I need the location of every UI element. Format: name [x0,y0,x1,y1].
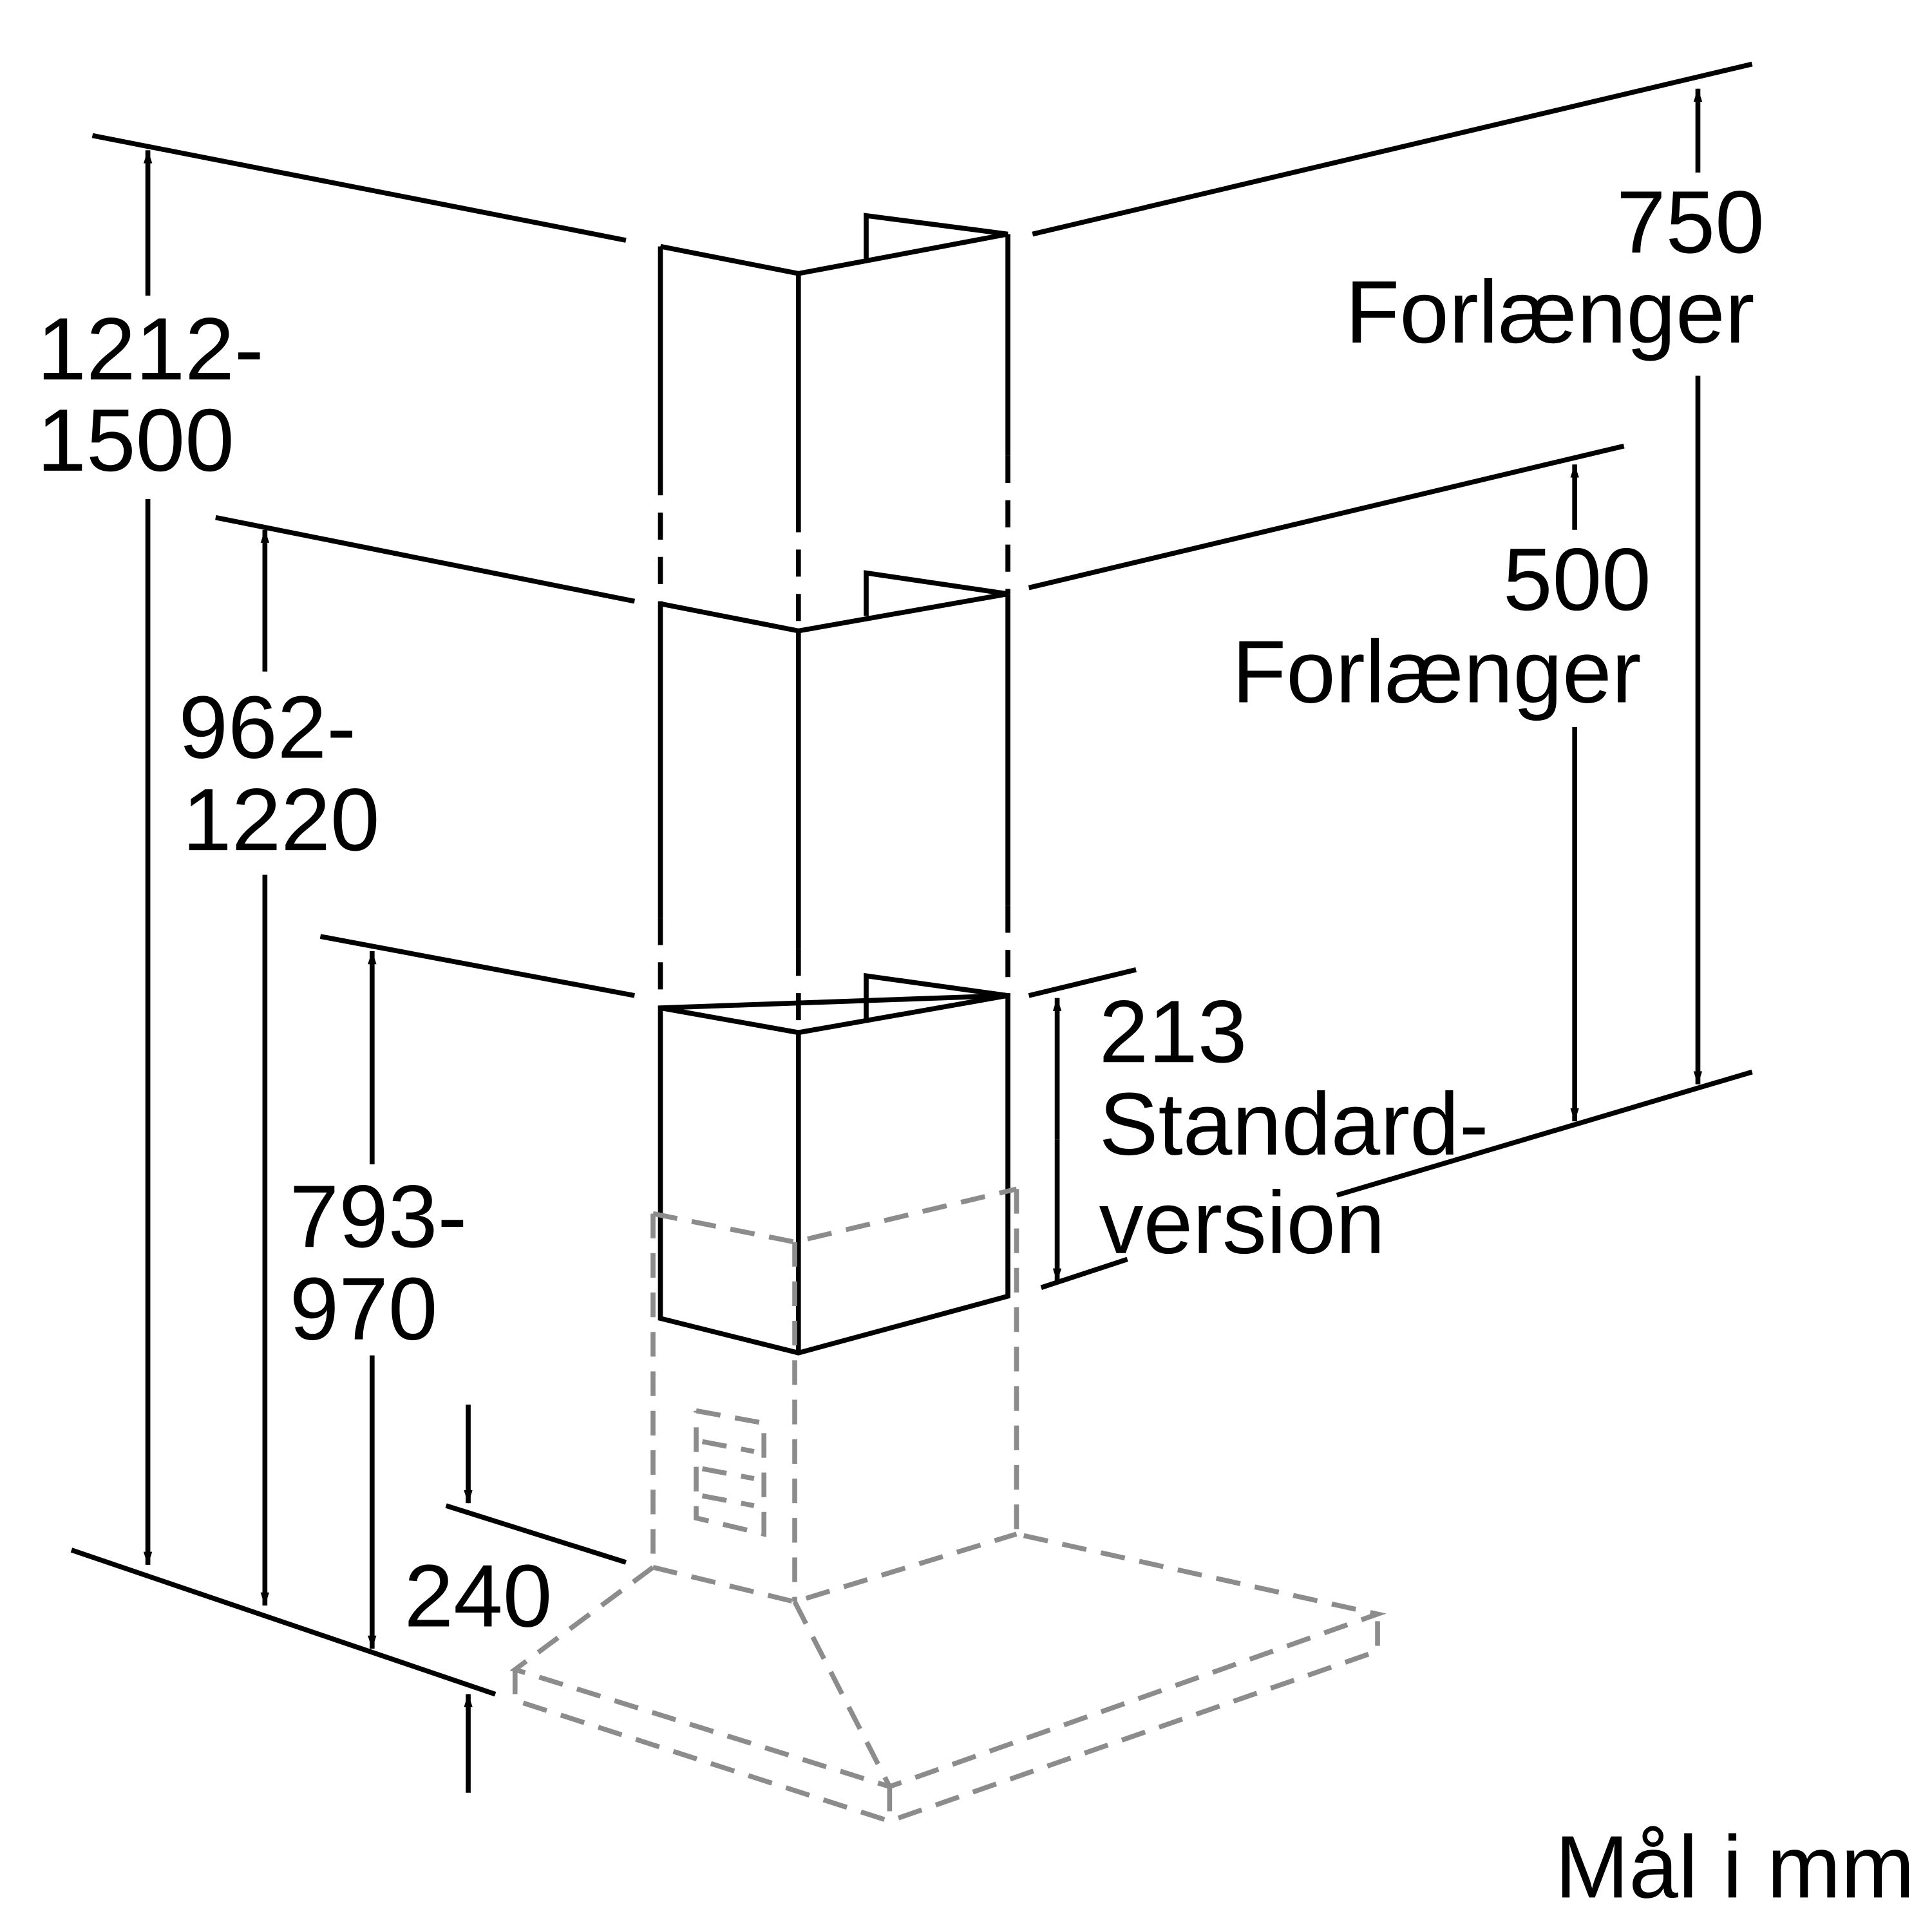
label-standard-height-1: 793- [290,1167,468,1266]
vent-grille-icon [694,1408,767,1537]
label-total-height-2: 1500 [37,391,234,490]
label-extension-500-value: 500 [1503,530,1651,629]
label-mid-height-2: 1220 [182,770,379,869]
label-standard-text-2: version [1099,1173,1385,1273]
label-hood-height: 240 [404,1547,553,1646]
extension-lines-left [70,133,636,1697]
chimney-standard [658,972,1010,1356]
label-standard-value: 213 [1099,982,1247,1081]
label-extension-750-value: 750 [1616,173,1765,272]
label-extension-750-text: Forlænger [1345,263,1754,362]
extension-lines-right [1028,61,1753,1290]
chimney-extension-750 [658,213,1010,631]
chimney-extension-500 [658,570,1010,1033]
label-standard-height-2: 970 [290,1260,438,1359]
label-extension-500-text: Forlænger [1232,623,1641,722]
label-total-height-1: 1212- [37,299,263,399]
hood-outline [509,1186,1387,1824]
label-mid-height-1: 962- [178,678,356,777]
label-standard-text-1: Standard- [1099,1075,1489,1174]
units-note: Mål i mm [1555,1817,1915,1917]
